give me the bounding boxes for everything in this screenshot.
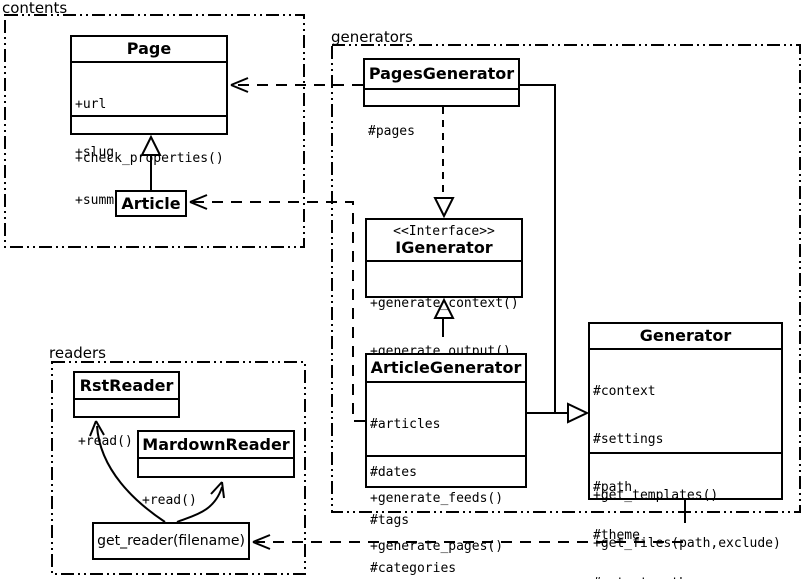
class-markdownreader-name: MardownReader — [139, 432, 293, 459]
attribute: #categories — [370, 561, 457, 576]
class-generator: Generator #context #settings #path #them… — [588, 322, 783, 579]
attribute: #path — [593, 480, 633, 495]
open-arrowhead-article-icon — [189, 194, 208, 210]
method: +read() — [142, 493, 197, 508]
method: +get_templates() — [593, 488, 719, 503]
package-label-generators: generators — [331, 28, 413, 46]
realization-triangle-up-icon — [433, 297, 455, 319]
function-get-reader-label: get_reader(filename) — [97, 533, 245, 549]
attribute: #pages — [368, 124, 415, 139]
attribute: #output_path — [593, 576, 778, 579]
attribute: #tags — [370, 513, 410, 528]
association-line-getreader-markdownreader — [176, 486, 223, 523]
class-article: Article — [115, 190, 187, 217]
class-articlegenerator: ArticleGenerator #articles #dates #tags … — [365, 353, 527, 576]
open-arrowhead-page-icon — [230, 77, 249, 93]
method: +generate_feeds() — [370, 491, 504, 506]
class-rstreader: RstReader +read() — [73, 371, 180, 449]
dependency-line-articlegenerator-article — [192, 201, 365, 422]
association-line-getreader-rstreader — [96, 425, 166, 523]
attribute: #articles — [370, 417, 441, 432]
class-pagesgenerator-attributes: #pages — [365, 90, 518, 172]
class-page-methods: +check_properties() — [72, 115, 226, 199]
inheritance-line-generators — [520, 84, 567, 414]
method: +get_files(path,exclude) — [593, 536, 781, 551]
class-igenerator: <<Interface>> IGenerator +generate_conte… — [365, 218, 523, 359]
method: +read() — [78, 434, 133, 449]
package-label-readers: readers — [49, 344, 106, 362]
class-articlegenerator-name: ArticleGenerator — [367, 355, 525, 383]
class-article-name: Article — [121, 193, 181, 213]
class-generator-methods: +get_templates() +get_files(path,exclude… — [590, 452, 781, 579]
realization-triangle-down-icon — [433, 197, 455, 219]
function-get-reader: get_reader(filename) — [92, 522, 250, 560]
class-pagesgenerator: PagesGenerator #pages — [363, 58, 520, 139]
package-label-contents: contents — [2, 0, 68, 17]
method: +check_properties() — [75, 151, 224, 166]
attribute: #theme — [593, 528, 640, 543]
class-page-attributes: +url +slug +summary — [72, 63, 226, 208]
class-markdownreader: MardownReader +read() — [137, 430, 295, 508]
inheritance-triangle-right-icon — [567, 402, 590, 424]
generators-package-border — [331, 44, 801, 513]
readers-package-border — [51, 361, 306, 575]
class-generator-attributes: #context #settings #path #theme #output_… — [590, 350, 781, 579]
attribute: #settings — [593, 432, 664, 447]
class-rstreader-methods: +read() — [75, 400, 178, 482]
open-arrowhead-rstreader-icon — [89, 420, 105, 437]
attribute: #dates — [370, 465, 417, 480]
class-articlegenerator-attributes: #articles #dates #tags #categories — [367, 383, 525, 576]
attribute: +slug — [75, 145, 115, 160]
class-igenerator-title: <<Interface>> IGenerator — [367, 220, 521, 262]
class-igenerator-name: IGenerator — [395, 237, 493, 257]
contents-package-border — [4, 14, 305, 248]
method: +generate_pages() — [370, 539, 504, 554]
class-pagesgenerator-name: PagesGenerator — [365, 60, 518, 90]
class-rstreader-name: RstReader — [75, 373, 178, 400]
class-markdownreader-methods: +read() — [139, 459, 293, 541]
class-page-name: Page — [72, 37, 226, 63]
open-arrowhead-getreader-icon — [252, 534, 271, 550]
stereotype-label: <<Interface>> — [393, 223, 495, 239]
method: +generate_context() — [370, 296, 519, 311]
class-articlegenerator-methods: +generate_feeds() +generate_pages() — [367, 455, 525, 579]
inheritance-triangle-up-icon — [140, 134, 162, 156]
attribute: +url — [75, 97, 107, 112]
class-generator-name: Generator — [590, 324, 781, 350]
open-arrowhead-markdownreader-icon — [210, 481, 225, 499]
class-page: Page +url +slug +summary +check_properti… — [70, 35, 228, 208]
attribute: #context — [593, 384, 656, 399]
